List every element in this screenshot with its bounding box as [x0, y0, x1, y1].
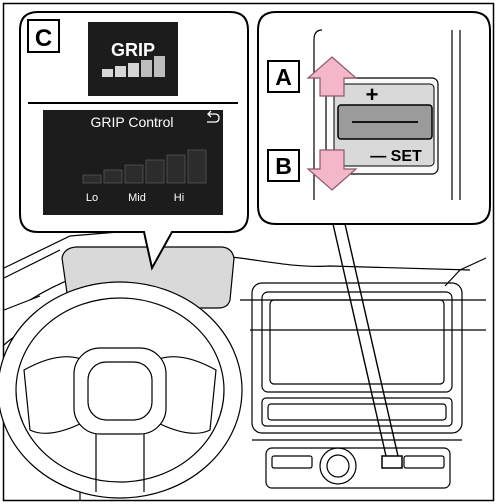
- grip-indicator-label: GRIP: [111, 40, 155, 60]
- scale-label-lo: Lo: [86, 192, 98, 204]
- car-interior: [3, 231, 487, 500]
- grip-level-bars: [102, 56, 165, 77]
- callout-leader-lines: [332, 223, 399, 457]
- grip-control-bars: [82, 149, 207, 184]
- label-a-box: [267, 60, 300, 93]
- label-c-box: [27, 19, 60, 53]
- return-arrow-icon: [207, 110, 220, 123]
- arrow-up-a: [306, 56, 358, 97]
- console-grip-switch: [381, 455, 403, 469]
- label-a: A: [275, 64, 292, 90]
- switch-minus-set-label: — SET: [370, 148, 422, 165]
- switch-plus-label: +: [366, 82, 379, 107]
- grip-control-title: GRIP Control: [91, 114, 174, 130]
- label-b-box: [267, 149, 300, 182]
- steering-wheel: [0, 281, 243, 499]
- scale-label-mid: Mid: [128, 192, 146, 204]
- arrow-down-b: [306, 149, 358, 191]
- label-b: B: [275, 153, 292, 179]
- label-c: C: [35, 25, 52, 52]
- scale-label-hi: Hi: [174, 192, 184, 204]
